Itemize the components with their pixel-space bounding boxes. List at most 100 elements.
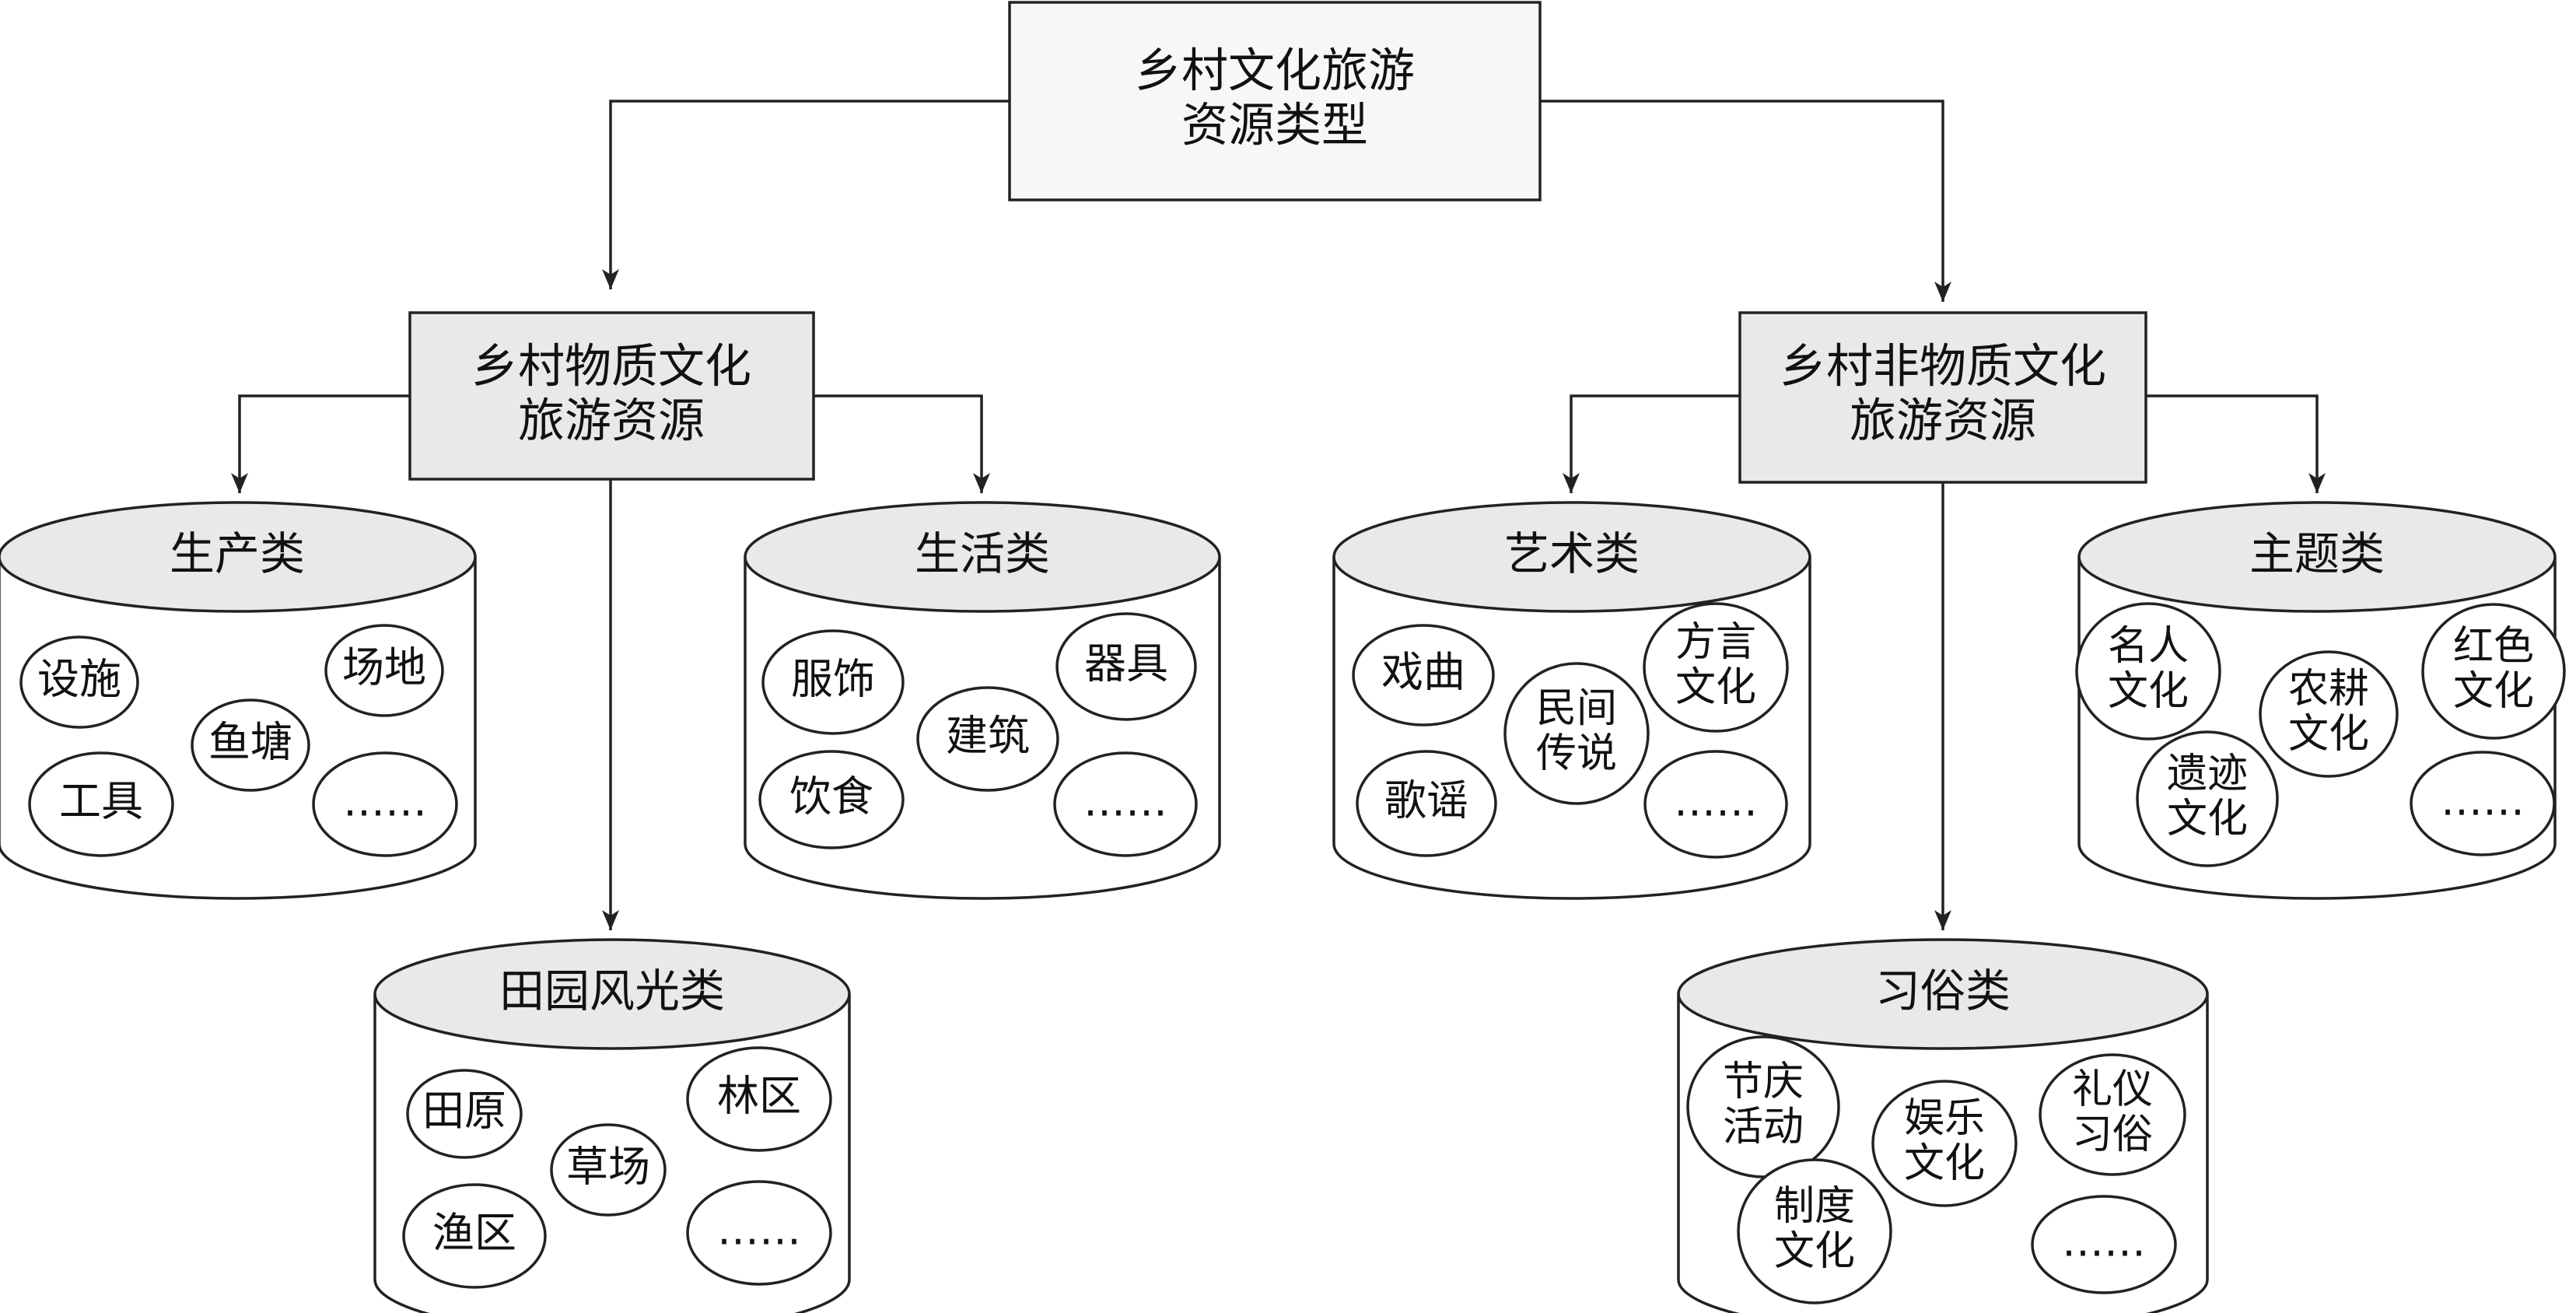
art-title: 艺术类 [1504,527,1640,580]
production-item-ellipse [19,635,139,729]
production-item-ellipse [324,624,444,717]
art-item-label: 传说 [1536,730,1617,777]
production-item-ellipse [28,751,174,857]
living-item-label: 服饰 [791,655,875,704]
customs-item-label: 文化 [1774,1228,1855,1275]
material-label-line-1: 乡村物质文化 [471,340,751,394]
customs-item-ellipse [2031,1195,2177,1294]
theme-item-ellipse [2410,751,2556,856]
pastoral-item: …… [686,1180,832,1286]
living-item-ellipse [1053,751,1198,857]
pastoral-item-ellipse [686,1046,832,1152]
pastoral-item-label: 林区 [717,1072,801,1121]
customs-item-label: 习俗 [2072,1112,2153,1158]
production-item-label: 设施 [37,655,121,704]
customs-item: …… [2031,1195,2177,1294]
material-to-living-connector [814,394,990,493]
production-item: 场地 [324,624,444,717]
root-box [1008,1,1542,201]
pastoral-item-label: 田原 [422,1087,506,1136]
customs-item-label: 节庆 [1723,1059,1804,1105]
theme-item-label: 红色 [2453,623,2534,670]
art-item-ellipse [1503,662,1650,805]
customs-item-ellipse [1871,1080,2018,1207]
living-group: 生活类服饰建筑器具饮食…… [744,501,1221,900]
art-item: 戏曲 [1352,624,1495,727]
resource-groups: 生产类设施鱼塘场地工具……田园风光类田原草场林区渔区……生活类服饰建筑器具饮食…… [0,501,2566,1313]
material-box [408,311,815,481]
customs-cylinder-top [1677,938,2209,1050]
pastoral-item-ellipse [550,1123,667,1217]
theme-item-label: 文化 [2167,796,2248,842]
living-item-ellipse [761,629,905,735]
living-item-label: …… [1083,777,1167,826]
pastoral-item-label: …… [717,1206,801,1255]
art-item-label: …… [1674,777,1758,826]
production-item: 工具 [28,751,174,857]
root-to-intangible-connector [1540,100,1951,302]
intangible-node: 乡村非物质文化 旅游资源 [1738,311,2147,484]
living-item-label: 器具 [1084,639,1168,688]
theme-item-label: 遗迹 [2167,751,2248,797]
customs-item-label: 文化 [1904,1140,1985,1187]
production-title: 生产类 [170,527,305,580]
customs-title: 习俗类 [1875,965,2011,1017]
theme-item-ellipse [2259,650,2399,778]
pastoral-cylinder-top [373,938,851,1050]
intangible-to-art-connector [1563,394,1740,493]
theme-item-ellipse [2136,730,2279,867]
theme-item-label: 文化 [2453,668,2534,715]
production-item: 鱼塘 [191,699,310,792]
living-title: 生活类 [915,527,1050,580]
theme-cylinder-top [2077,501,2557,613]
production-item-label: 场地 [342,643,426,692]
art-item-label: 方言 [1675,619,1756,666]
pastoral-item-ellipse [406,1069,523,1159]
intangible-box [1738,311,2147,484]
material-node: 乡村物质文化 旅游资源 [408,311,815,481]
pastoral-item-ellipse [402,1183,547,1289]
customs-item-ellipse [2039,1053,2186,1176]
customs-item-label: 活动 [1723,1104,1804,1150]
art-item-label: 文化 [1675,664,1756,711]
intangible-label-line-1: 乡村非物质文化 [1780,340,2106,394]
theme-item-label: 农耕 [2288,666,2369,713]
art-item: 歌谣 [1356,750,1497,857]
customs-item-ellipse [1737,1158,1892,1304]
pastoral-item: 田原 [406,1069,523,1159]
material-label-line-2: 旅游资源 [518,394,705,449]
theme-item-ellipse [2075,602,2221,741]
pastoral-item-label: 草场 [566,1143,650,1192]
pastoral-item-label: 渔区 [432,1209,516,1258]
theme-group: 主题类名人文化农耕文化红色文化遗迹文化…… [2075,501,2566,900]
pastoral-item: 草场 [550,1123,667,1217]
pastoral-item: 林区 [686,1046,832,1152]
living-item-ellipse [758,750,905,849]
pastoral-item-ellipse [686,1180,832,1286]
root-node: 乡村文化旅游 资源类型 [1008,1,1542,201]
production-group: 生产类设施鱼塘场地工具…… [0,501,477,900]
living-item-label: 饮食 [789,772,873,821]
pastoral-title: 田园风光类 [499,965,725,1017]
production-item-ellipse [191,699,310,792]
art-item: …… [1643,750,1788,859]
root-to-material-connector [602,100,1010,289]
pastoral-item: 渔区 [402,1183,547,1289]
art-item-ellipse [1643,750,1788,859]
production-item-label: 工具 [59,777,143,826]
theme-title: 主题类 [2249,527,2385,580]
theme-item: …… [2410,751,2556,856]
material-to-production-connector [231,394,410,493]
art-item-ellipse [1356,750,1497,857]
root-label-line-2: 资源类型 [1181,99,1368,153]
customs-item-label: 礼仪 [2072,1066,2153,1113]
living-item: 服饰 [761,629,905,735]
customs-item-label: 娱乐 [1904,1095,1985,1142]
customs-item-label: …… [2062,1217,2146,1266]
production-item-label: 鱼塘 [208,718,292,767]
